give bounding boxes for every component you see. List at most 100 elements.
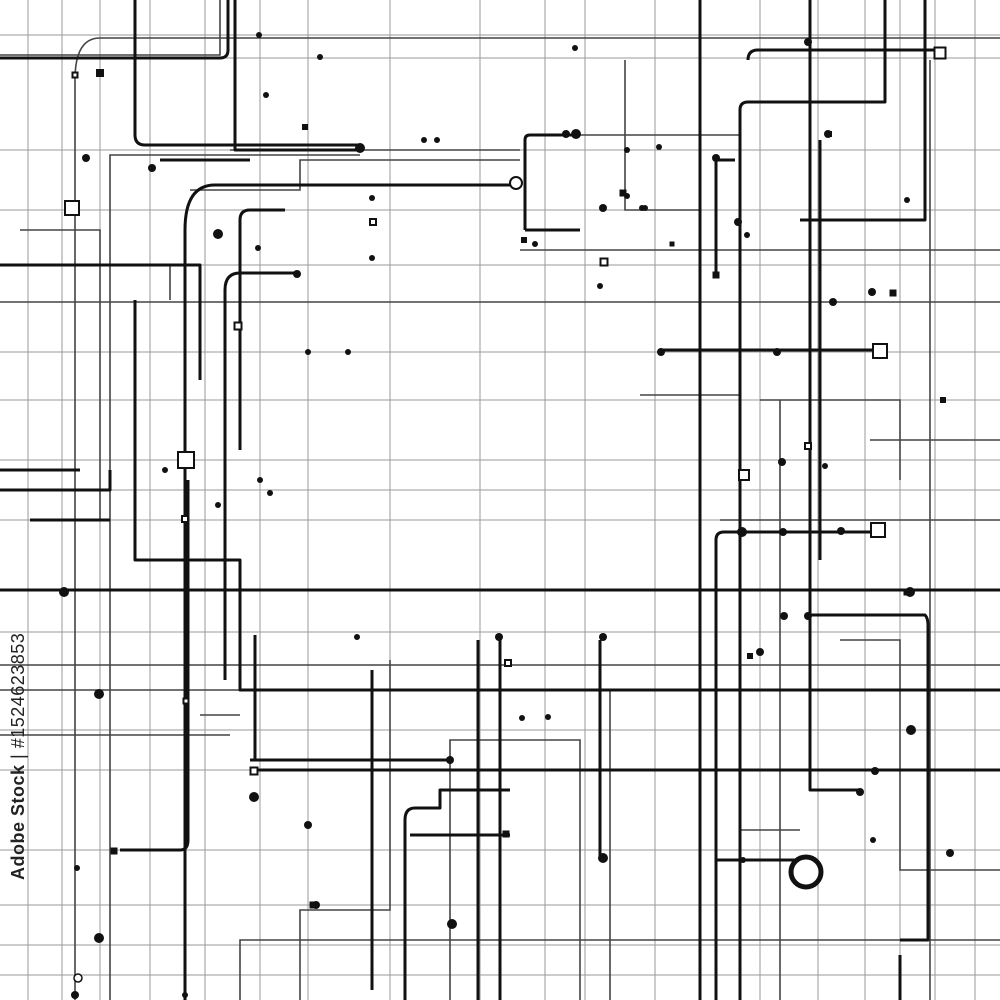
stock-watermark: Adobe Stock | #1524623853 bbox=[8, 633, 29, 880]
dark-trace bbox=[738, 0, 887, 1000]
trace-node bbox=[304, 821, 312, 829]
dark-trace bbox=[183, 183, 510, 1000]
dark-trace bbox=[120, 480, 190, 852]
dark-trace bbox=[746, 48, 940, 61]
square-pad bbox=[181, 515, 189, 523]
dark-trace bbox=[808, 613, 930, 942]
trace-node bbox=[545, 714, 551, 720]
trace-node bbox=[946, 849, 954, 857]
chip-square bbox=[110, 847, 118, 855]
mid-trace bbox=[190, 159, 520, 191]
mid-trace bbox=[840, 639, 1000, 871]
trace-node bbox=[249, 792, 259, 802]
trace-node bbox=[599, 204, 607, 212]
chip-square bbox=[619, 189, 627, 197]
chip-square bbox=[889, 289, 897, 297]
square-pad bbox=[504, 659, 512, 667]
dark-trace bbox=[800, 0, 927, 222]
trace-node bbox=[354, 634, 360, 640]
dark-trace bbox=[403, 788, 510, 1000]
trace-node bbox=[804, 38, 812, 46]
trace-node bbox=[599, 633, 607, 641]
trace-node bbox=[369, 195, 375, 201]
dark-trace bbox=[523, 133, 580, 230]
trace-node bbox=[345, 349, 351, 355]
square-pad bbox=[804, 442, 812, 450]
trace-node bbox=[293, 270, 301, 278]
trace-node bbox=[712, 154, 720, 162]
trace-node bbox=[572, 45, 578, 51]
trace-node bbox=[740, 857, 746, 863]
ring-connector bbox=[509, 176, 523, 190]
square-pad bbox=[870, 522, 886, 538]
trace-node bbox=[94, 689, 104, 699]
trace-node bbox=[624, 147, 630, 153]
dark-trace bbox=[238, 208, 285, 450]
trace-node bbox=[162, 467, 168, 473]
watermark-separator: | bbox=[8, 748, 28, 765]
trace-node bbox=[82, 154, 90, 162]
trace-node bbox=[773, 348, 781, 356]
trace-node bbox=[305, 349, 311, 355]
square-pad bbox=[599, 257, 609, 267]
chip-square bbox=[309, 901, 317, 909]
trace-node bbox=[657, 348, 665, 356]
trace-node bbox=[856, 788, 864, 796]
trace-node bbox=[317, 54, 323, 60]
dark-trace bbox=[223, 271, 300, 680]
dark-trace bbox=[0, 470, 112, 492]
mid-trace bbox=[0, 0, 221, 56]
chip-square bbox=[521, 237, 527, 243]
trace-node bbox=[256, 32, 262, 38]
trace-node bbox=[822, 463, 828, 469]
square-pad bbox=[872, 343, 888, 359]
trace-node bbox=[59, 587, 69, 597]
dark-trace bbox=[808, 0, 860, 792]
trace-node bbox=[263, 92, 269, 98]
trace-node bbox=[369, 255, 375, 261]
watermark-brand: Adobe Stock bbox=[8, 764, 28, 880]
trace-node bbox=[94, 933, 104, 943]
square-pad bbox=[933, 46, 947, 60]
trace-node bbox=[215, 502, 221, 508]
mid-trace bbox=[0, 264, 171, 300]
trace-node bbox=[734, 218, 742, 226]
trace-node bbox=[871, 767, 879, 775]
trace-node bbox=[756, 648, 764, 656]
square-pad bbox=[182, 697, 190, 705]
trace-node bbox=[737, 527, 747, 537]
trace-node bbox=[148, 164, 156, 172]
mid-trace bbox=[74, 37, 1000, 1000]
trace-node bbox=[571, 129, 581, 139]
mid-trace bbox=[20, 229, 101, 520]
square-pad bbox=[233, 321, 243, 331]
trace-node bbox=[598, 853, 608, 863]
trace-nodes bbox=[59, 32, 954, 999]
ring-connector bbox=[73, 973, 83, 983]
trace-node bbox=[829, 298, 837, 306]
trace-node bbox=[257, 477, 263, 483]
trace-node bbox=[255, 245, 261, 251]
chip-square bbox=[747, 653, 753, 659]
trace-node bbox=[434, 137, 440, 143]
trace-node bbox=[868, 288, 876, 296]
trace-node bbox=[213, 229, 223, 239]
trace-node bbox=[779, 528, 787, 536]
chip-square bbox=[940, 397, 946, 403]
chip-square bbox=[302, 124, 308, 130]
trace-node bbox=[182, 992, 188, 998]
trace-node bbox=[778, 458, 786, 466]
chip-square bbox=[712, 271, 720, 279]
square-pads bbox=[64, 46, 947, 776]
trace-node bbox=[421, 137, 427, 143]
chip-square bbox=[669, 241, 675, 247]
dark-trace bbox=[0, 263, 202, 380]
trace-node bbox=[870, 837, 876, 843]
trace-node bbox=[71, 991, 79, 999]
trace-node bbox=[532, 241, 538, 247]
chip-square bbox=[96, 69, 104, 77]
trace-node bbox=[355, 143, 365, 153]
trace-node bbox=[656, 144, 662, 150]
mid-trace bbox=[624, 60, 700, 211]
